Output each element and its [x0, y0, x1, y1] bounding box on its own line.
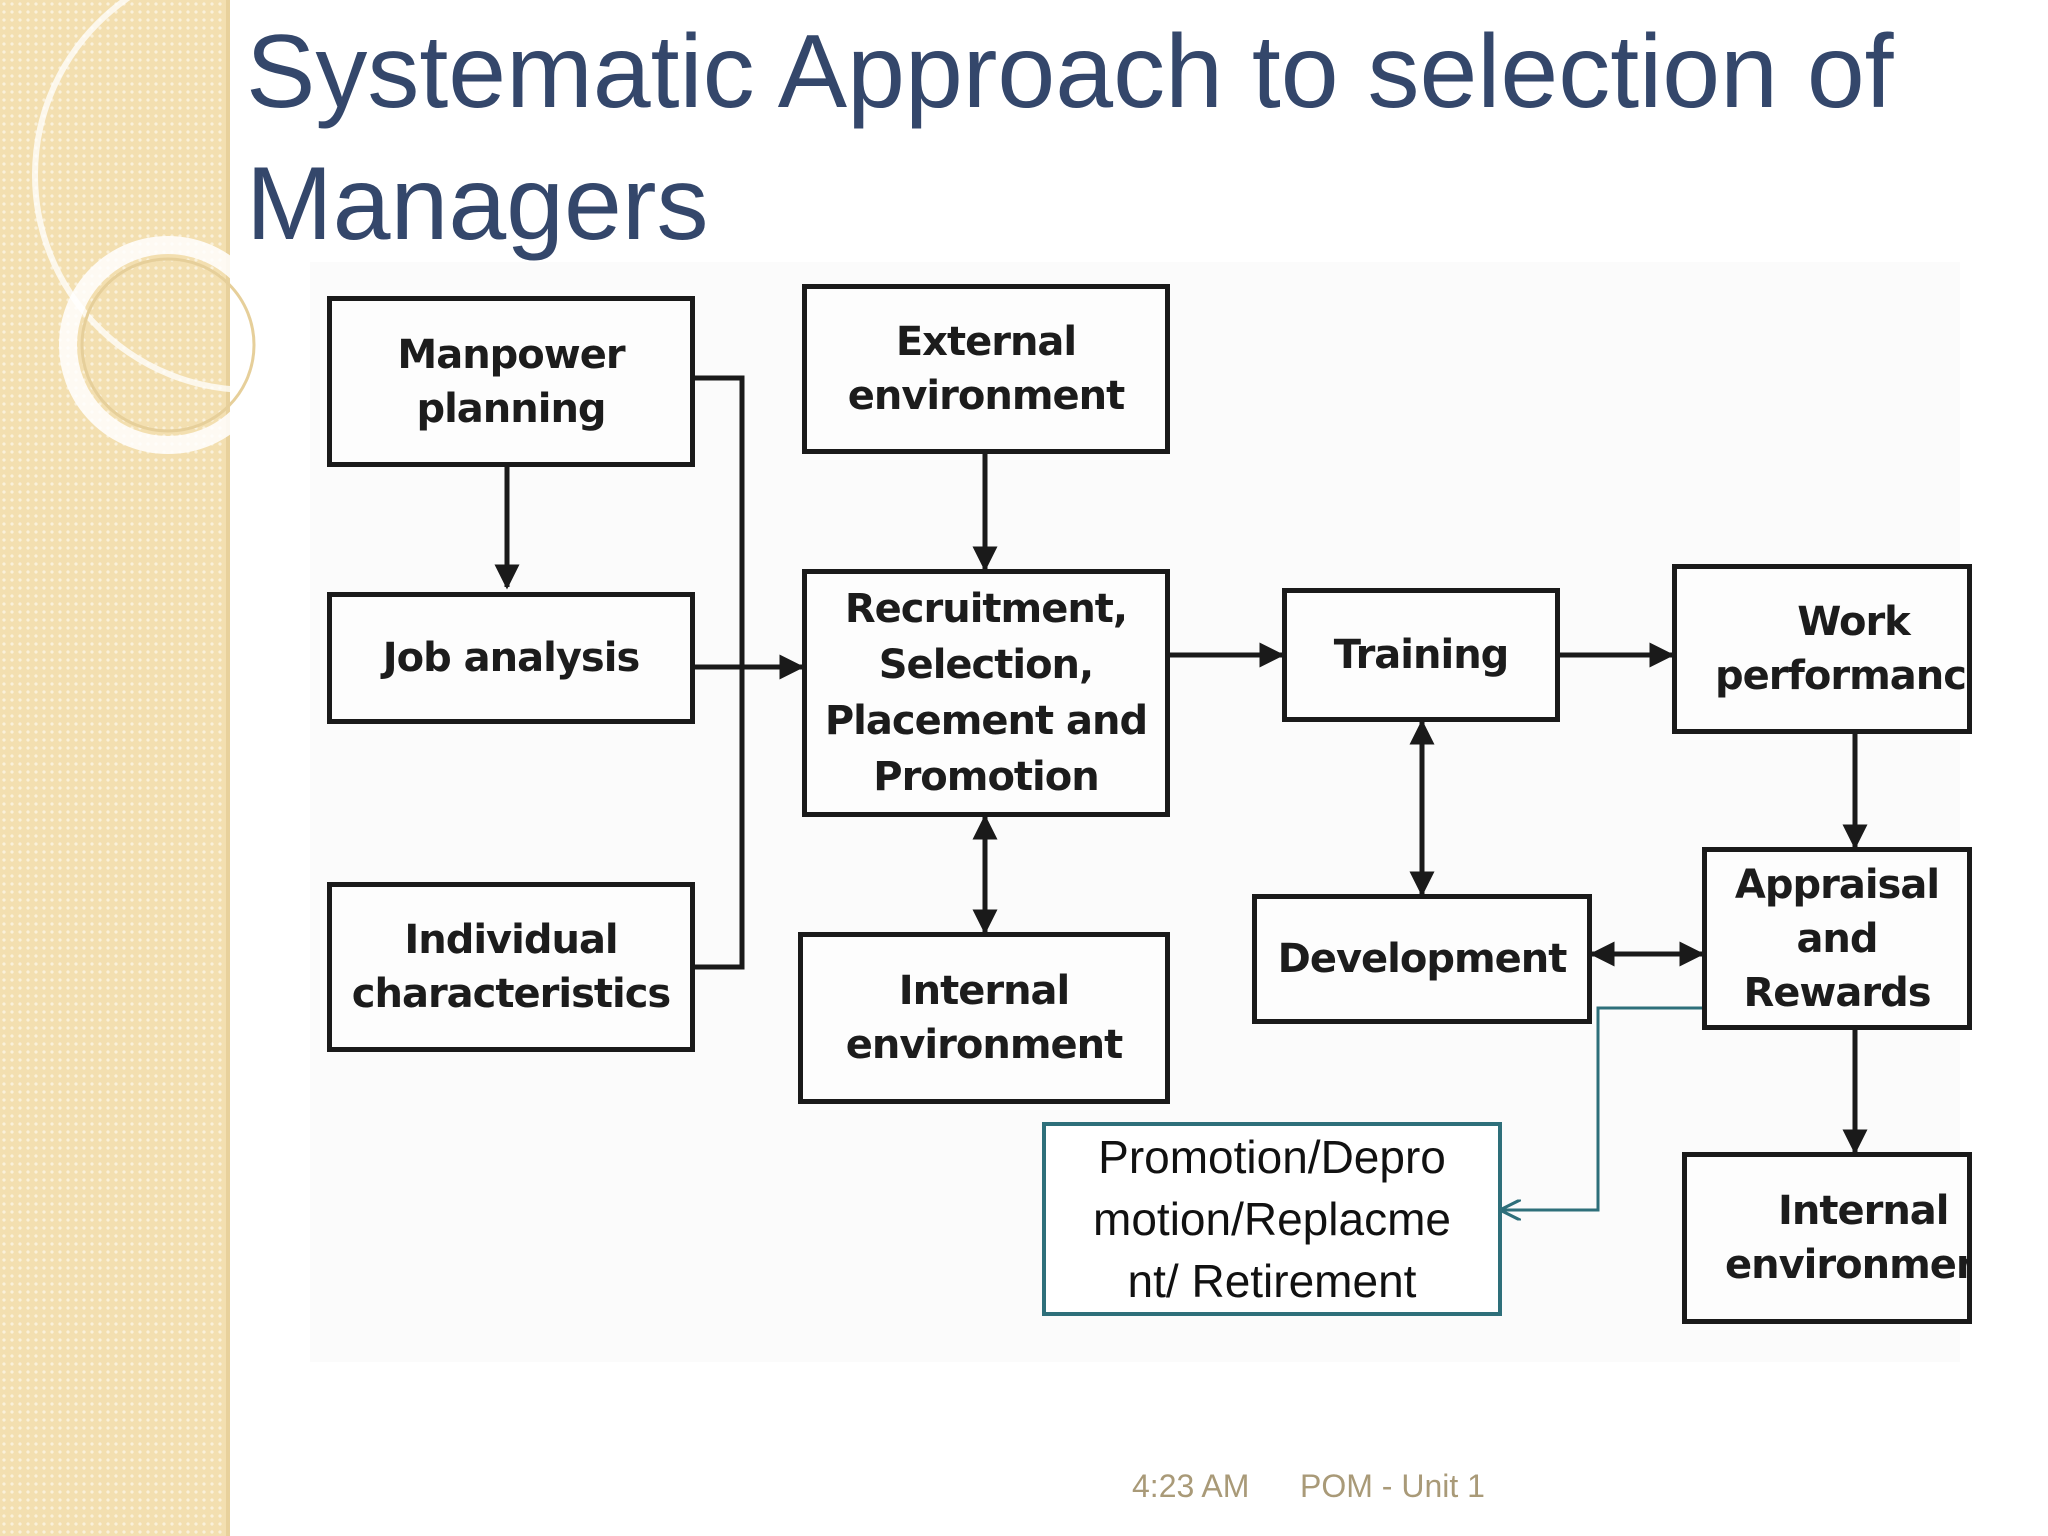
sidebar-edge — [226, 0, 230, 1536]
box-work-performance: Work performance — [1672, 564, 1972, 734]
diagram-connectors — [494, 375, 1868, 1362]
callout-connector — [1502, 1006, 1702, 1210]
box-job-analysis: Job analysis — [327, 592, 695, 724]
box-development: Development — [1252, 894, 1592, 1024]
slide-title: Systematic Approach to selection of Mana… — [246, 14, 1894, 262]
box-manpower-planning: Manpower planning — [327, 296, 695, 467]
box-individual-characteristics: Individual characteristics — [327, 882, 695, 1052]
decorative-rings — [32, 0, 330, 454]
selection-flow-diagram: Manpower planning External environment J… — [310, 262, 1972, 1362]
box-internal-environment-center: Internal environment — [798, 932, 1170, 1104]
footer-label: POM - Unit 1 — [1300, 1468, 1485, 1504]
box-training: Training — [1282, 588, 1560, 722]
footer-time: 4:23 AM — [1132, 1468, 1250, 1504]
box-external-environment: External environment — [802, 284, 1170, 454]
box-recruitment-selection: Recruitment, Selection, Placement and Pr… — [802, 569, 1170, 817]
bracket-connector — [695, 375, 745, 970]
box-internal-environment-right: Internal environment — [1682, 1152, 1972, 1324]
box-appraisal-rewards: Appraisal and Rewards — [1702, 847, 1972, 1030]
callout-promotion-retirement: Promotion/Depro motion/Replacme nt/ Reti… — [1042, 1122, 1502, 1316]
